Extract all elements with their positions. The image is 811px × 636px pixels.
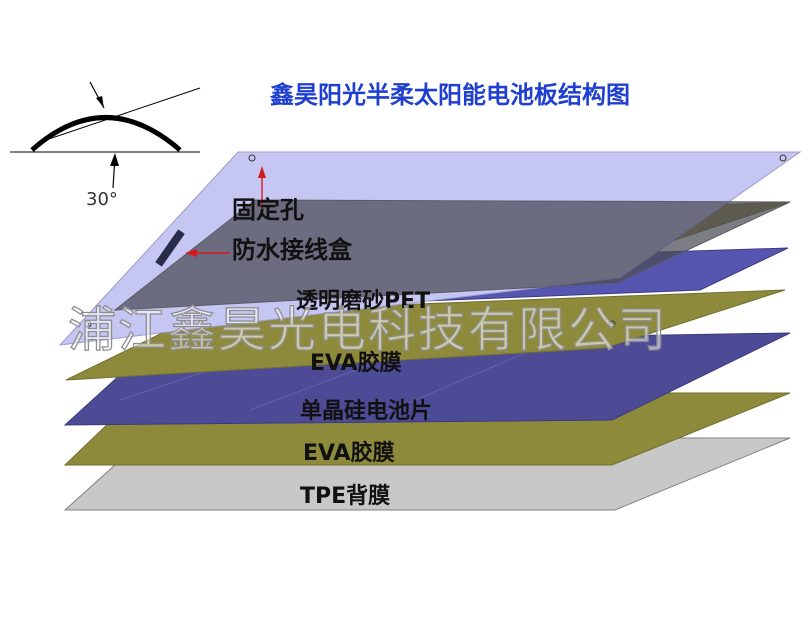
mounting-hole-label: 固定孔 — [232, 196, 304, 224]
diagram-title: 鑫昊阳光半柔太阳能电池板结构图 — [270, 81, 630, 109]
layer-frosted-pet — [113, 199, 791, 311]
angle-label: 30° — [86, 189, 118, 210]
mounting-hole-icon — [84, 320, 92, 328]
layer-label-pet: 透明磨砂PET — [296, 288, 430, 314]
top-arrowhead-icon — [96, 96, 104, 108]
layer-label-cells: 单晶硅电池片 — [300, 399, 432, 424]
layer-label-tpe: TPE背膜 — [300, 484, 390, 509]
junction-box-label: 防水接线盒 — [232, 236, 353, 264]
flex-angle-illustration: 30° — [10, 81, 201, 210]
mounting-hole-icon — [779, 154, 787, 162]
company-watermark: 浦江鑫昊光电科技有限公司 — [68, 302, 668, 358]
curved-panel-arc — [30, 115, 182, 152]
junction-box-icon — [155, 229, 185, 267]
mounting-hole-icon — [248, 154, 256, 162]
tangent-line — [39, 87, 201, 143]
mounting-hole-arrowhead-icon — [258, 166, 266, 178]
bottom-arrowhead-icon — [110, 153, 119, 166]
junction-box-arrowhead-icon — [185, 249, 197, 257]
layer-label-eva-lower: EVA胶膜 — [303, 440, 395, 466]
layer-label-eva-upper: EVA胶膜 — [310, 350, 402, 376]
mounting-hole-icon — [608, 320, 616, 328]
